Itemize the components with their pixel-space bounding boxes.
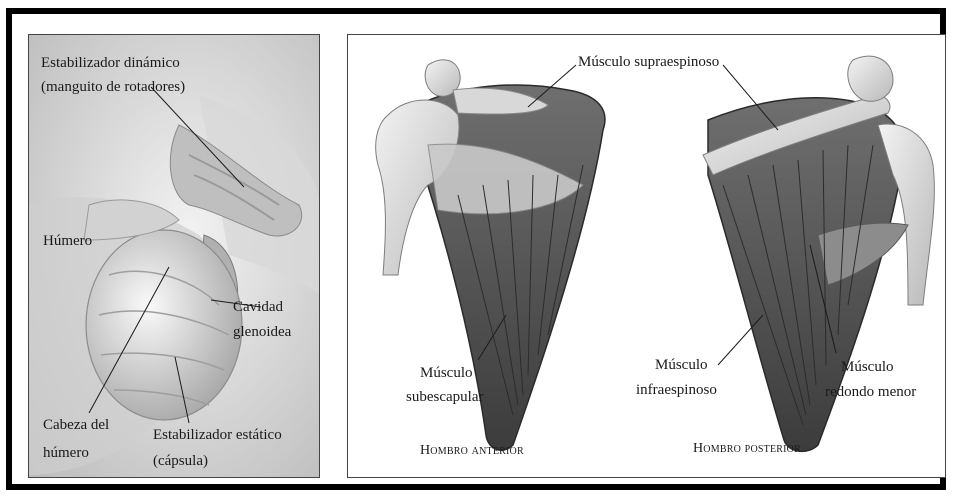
teres-minor-label-line1: Músculo: [841, 357, 894, 377]
shoulder-joint-panel: Estabilizador dinámico (manguito de rota…: [28, 34, 320, 478]
subscapularis-label-line2: subescapular: [406, 387, 483, 407]
humeral-head-label-line2: húmero: [43, 443, 89, 463]
glenoid-label-line1: Cavidad: [233, 297, 283, 317]
anterior-caption: Hombro anterior: [420, 441, 524, 461]
static-stabilizer-label: Estabilizador estático: [153, 425, 282, 445]
infraspinatus-label-line1: Músculo: [655, 355, 708, 375]
humerus-label: Húmero: [43, 231, 92, 251]
dynamic-stabilizer-label: Estabilizador dinámico: [41, 53, 180, 73]
humeral-head-label-line1: Cabeza del: [43, 415, 109, 435]
shoulder-joint-illustration: [29, 35, 320, 478]
infraspinatus-label-line2: infraespinoso: [636, 380, 717, 400]
shoulder-muscles-panel: Músculo supraespinoso Músculo subescapul…: [347, 34, 946, 478]
static-stabilizer-detail-label: (cápsula): [153, 451, 208, 471]
posterior-caption: Hombro posterior: [693, 439, 801, 459]
rotator-cuff-muscles-illustration: [348, 35, 946, 478]
supraspinatus-label: Músculo supraespinoso: [578, 52, 719, 72]
glenoid-label-line2: glenoidea: [233, 322, 291, 342]
teres-minor-label-line2: redondo menor: [825, 382, 916, 402]
subscapularis-label-line1: Músculo: [420, 363, 473, 383]
dynamic-stabilizer-detail-label: (manguito de rotadores): [41, 77, 185, 97]
